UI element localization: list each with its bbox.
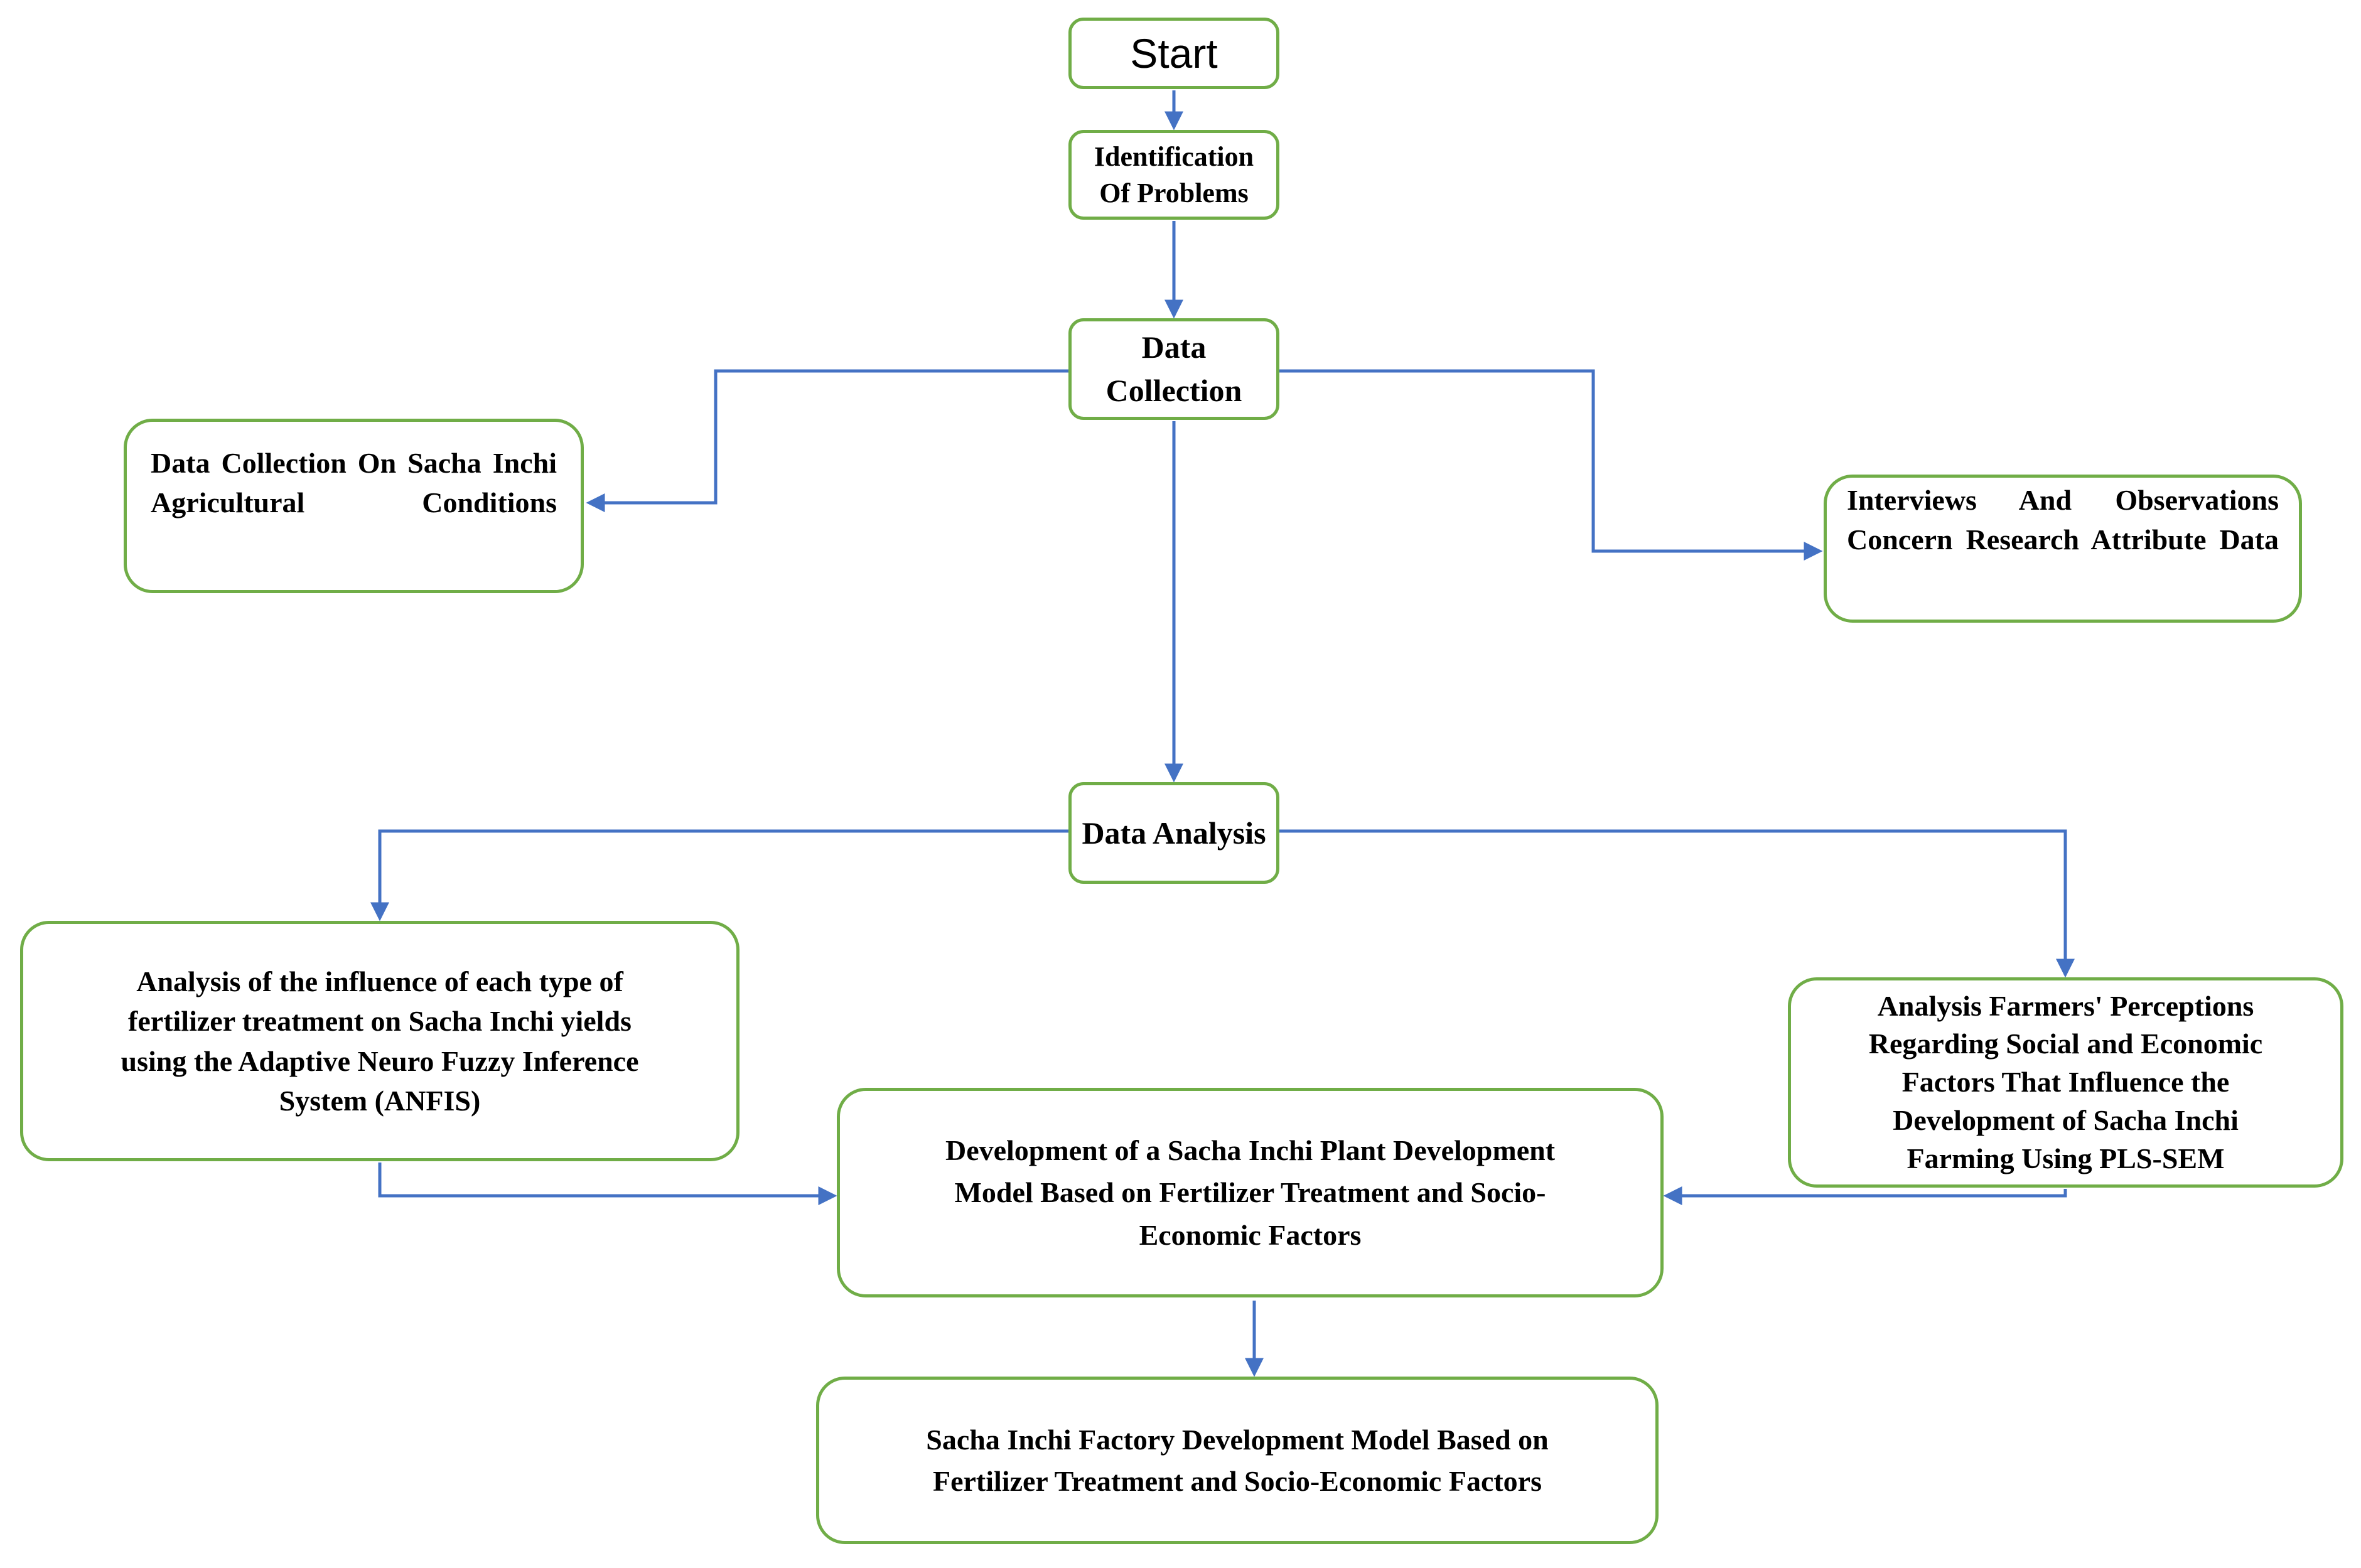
connector-pls-sem-to-development [1663, 1186, 2067, 1205]
interviews-observations-label: Interviews And Observations Concern Rese… [1847, 484, 2279, 556]
pls-sem-analysis-label: Analysis Farmers' Perceptions Regarding … [1868, 989, 2263, 1174]
anfis-analysis-label: Analysis of the influence of each type o… [121, 965, 639, 1117]
connector-anfis-to-development [378, 1163, 837, 1205]
data-collection-node: Data Collection [1068, 318, 1279, 420]
connector-data-analysis-to-pls-sem [1279, 829, 2075, 978]
data-analysis-node: Data Analysis [1068, 782, 1279, 884]
interviews-observations-node: Interviews And Observations Concern Rese… [1824, 475, 2302, 623]
identification-of-problems-node: Identification Of Problems [1068, 130, 1279, 220]
start-label: Start [1130, 30, 1218, 77]
connector-data-analysis-to-anfis [370, 829, 1068, 921]
identification-of-problems-label: Identification Of Problems [1094, 141, 1254, 208]
data-collection-label: Data Collection [1105, 330, 1242, 408]
start-node: Start [1068, 18, 1279, 89]
pls-sem-analysis-node: Analysis Farmers' Perceptions Regarding … [1788, 977, 2343, 1188]
factory-development-model-label: Sacha Inchi Factory Development Model Ba… [926, 1424, 1549, 1497]
data-analysis-label: Data Analysis [1082, 815, 1266, 851]
plant-development-model-node: Development of a Sacha Inchi Plant Devel… [837, 1088, 1664, 1297]
agricultural-conditions-node: Data Collection On Sacha Inchi Agricultu… [124, 419, 584, 593]
agricultural-conditions-label: Data Collection On Sacha Inchi Agricultu… [151, 447, 557, 519]
factory-development-model-node: Sacha Inchi Factory Development Model Ba… [816, 1377, 1659, 1544]
connector-data-collection-to-agricultural [586, 369, 1068, 512]
anfis-analysis-node: Analysis of the influence of each type o… [20, 921, 739, 1161]
plant-development-model-label: Development of a Sacha Inchi Plant Devel… [945, 1134, 1556, 1251]
connector-data-collection-to-interviews [1279, 369, 1823, 561]
